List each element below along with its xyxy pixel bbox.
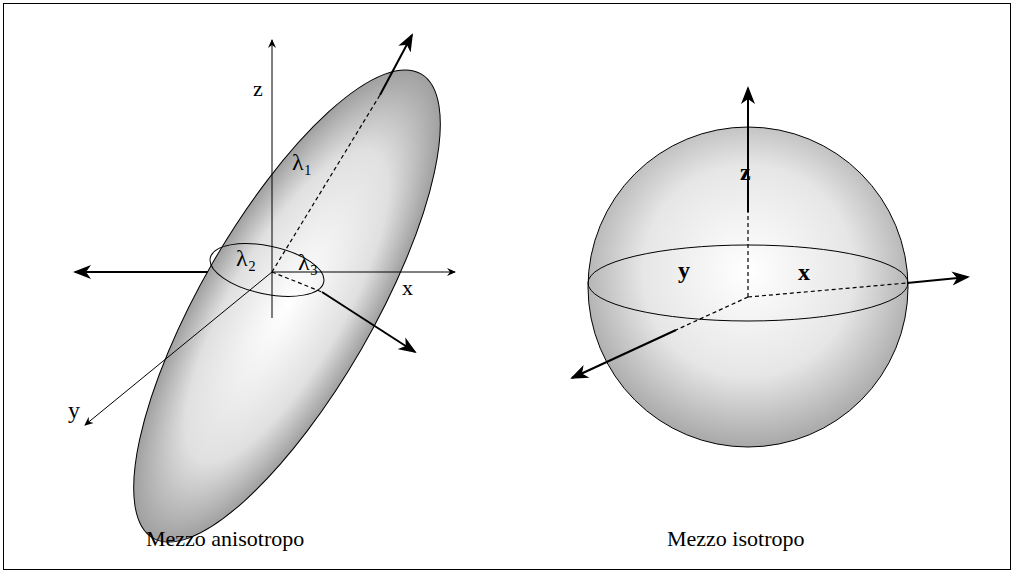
axis-label: y [68, 398, 80, 422]
eigenvalue-label: λ₁ [292, 150, 312, 174]
eigenvalue-label: λ₃ [298, 250, 318, 274]
axis-label: x [798, 260, 810, 284]
eigenvalue-label: λ₂ [236, 246, 256, 270]
caption-label: Mezzo isotropo [667, 528, 804, 550]
axis-label: z [740, 160, 751, 184]
caption-label: Mezzo anisotropo [146, 528, 304, 550]
axis-label: y [678, 258, 690, 282]
axis-label: z [253, 78, 263, 100]
axis-label: x [402, 277, 413, 299]
ellipsoid [75, 31, 495, 576]
sphere [572, 88, 968, 447]
